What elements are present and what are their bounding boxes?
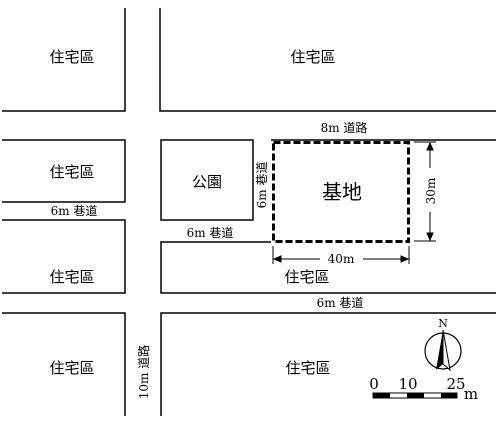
- dimension-lines: [272, 141, 436, 264]
- block-top-left-outline: [2, 8, 126, 112]
- north-arrow-needle-dark: [436, 330, 443, 370]
- depth-arrow-bottom: [426, 232, 434, 242]
- park-label: 公園: [192, 173, 222, 191]
- zone-label-bottom-left: 住宅區: [49, 359, 94, 377]
- site-label: 基地: [322, 180, 362, 204]
- block-outlines: [2, 8, 496, 416]
- park-outline: [160, 139, 254, 221]
- width-dim-label: 40m: [328, 252, 355, 266]
- lane-label-6m-lower: 6m 巷道: [317, 296, 364, 310]
- zone-label-mid-left: 住宅區: [49, 163, 94, 181]
- road-label-8m: 8m 道路: [321, 120, 368, 135]
- scale-bar: 0 10 25 m: [369, 375, 478, 403]
- block-low-right-outline: [160, 241, 496, 294]
- road-label-10m: 10m 道路: [136, 345, 151, 399]
- scale-tick-25: 25: [446, 375, 465, 393]
- zone-label-bottom-right: 住宅區: [285, 359, 330, 377]
- block-low-left-outline: [2, 219, 126, 294]
- scale-tick-10: 10: [398, 375, 417, 393]
- site-boundary: [272, 141, 410, 243]
- width-arrow-right: [400, 255, 410, 263]
- north-arrow-needle-light: [442, 329, 451, 372]
- depth-dim-label: 30m: [424, 177, 438, 204]
- lane-label-6m-vertical: 6m 巷道: [255, 162, 269, 209]
- north-arrow-label: N: [438, 317, 448, 330]
- lane-label-6m-left: 6m 巷道: [51, 204, 98, 218]
- scale-unit: m: [464, 385, 478, 403]
- zone-label-top-left: 住宅區: [49, 48, 94, 66]
- block-mid-left-outline: [2, 139, 126, 203]
- lane-label-6m-mid: 6m 巷道: [187, 226, 234, 240]
- zone-label-low-right: 住宅區: [284, 268, 329, 286]
- block-top-right-outline: [159, 8, 496, 112]
- depth-arrow-top: [426, 141, 434, 151]
- scale-bar-seg-3: [407, 393, 424, 398]
- width-arrow-left: [272, 255, 282, 263]
- scale-bar-seg-1: [373, 393, 390, 398]
- zone-label-low-left: 住宅區: [49, 268, 94, 286]
- block-bottom-left-outline: [2, 312, 126, 416]
- scale-tick-0: 0: [369, 375, 379, 393]
- north-arrow-icon: N: [424, 317, 462, 372]
- zone-label-top-right: 住宅區: [290, 48, 335, 66]
- scale-bar-seg-5: [441, 393, 457, 398]
- block-bottom-right-outline: [160, 312, 496, 416]
